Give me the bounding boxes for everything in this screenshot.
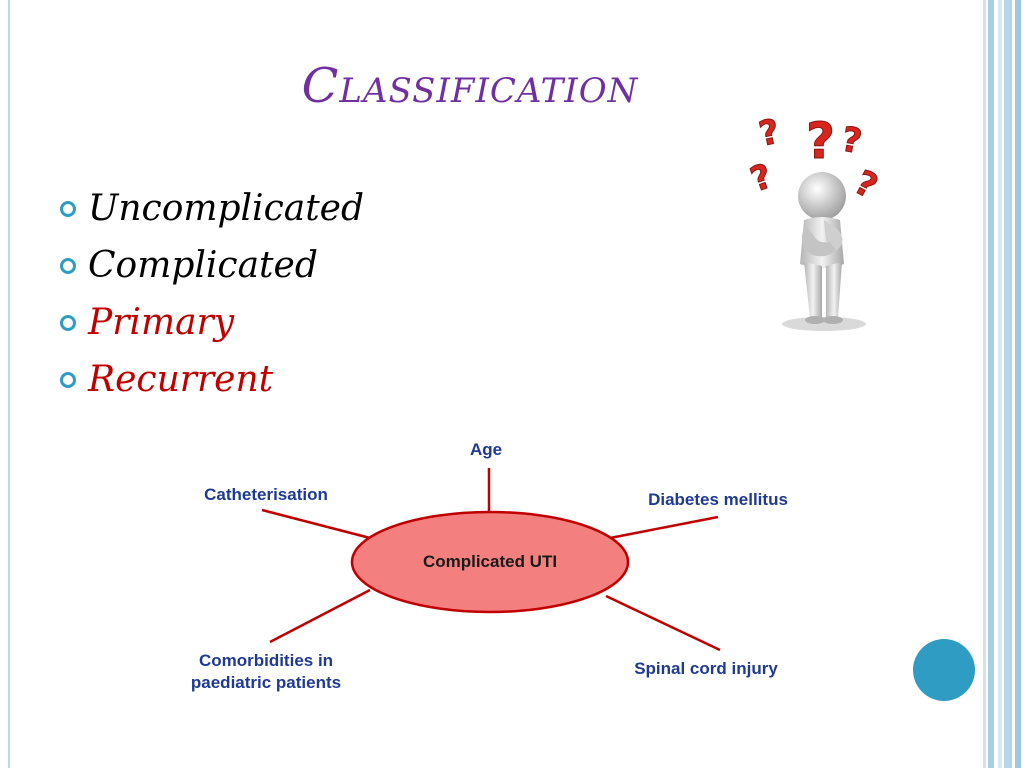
bullet-item: Complicated [60, 237, 364, 294]
complicated-uti-diagram: Complicated UTI Age Diabetes mellitus Sp… [191, 440, 788, 692]
spoke-line-diabetes [609, 515, 719, 540]
svg-text:?: ? [806, 112, 835, 170]
bullet-label-recurrent: Recurrent [88, 359, 274, 400]
bullet-circle-icon [60, 200, 76, 217]
right-decorative-stripes [978, 0, 1024, 768]
slide-title: Classification [301, 58, 639, 114]
spoke-line-spinal [605, 594, 721, 652]
spoke-label-spinal: Spinal cord injury [634, 659, 778, 678]
spoke-line-catheterisation [261, 508, 371, 540]
spoke-label-catheterisation: Catheterisation [204, 485, 328, 504]
spoke-label-diabetes: Diabetes mellitus [648, 490, 788, 509]
bullet-circle-icon [60, 257, 76, 274]
svg-text:?: ? [756, 112, 784, 155]
spoke-label-comorbidities-line2: paediatric patients [191, 673, 341, 692]
bullet-item: Primary [60, 294, 364, 351]
bullet-item: Recurrent [60, 351, 364, 408]
svg-text:?: ? [848, 163, 884, 208]
bullet-circle-icon [60, 371, 76, 388]
bullet-list: Uncomplicated Complicated Primary Recurr… [60, 180, 364, 408]
svg-text:?: ? [838, 119, 864, 162]
thinking-person-icon: ? ? ? ? ? [745, 111, 884, 331]
bullet-label-primary: Primary [88, 302, 235, 343]
thinking-person-image: ? ? ? ? ? [726, 104, 920, 344]
svg-text:?: ? [745, 156, 777, 200]
bullet-circle-icon [60, 314, 76, 331]
center-label: Complicated UTI [423, 552, 557, 571]
bullet-label-complicated: Complicated [88, 245, 318, 286]
center-ellipse [350, 510, 630, 614]
spoke-line-comorbidities [269, 588, 371, 644]
left-frame-line [8, 0, 10, 768]
bullet-label-uncomplicated: Uncomplicated [88, 188, 365, 229]
spoke-label-age: Age [470, 440, 502, 459]
spoke-label-comorbidities-line1: Comorbidities in [199, 651, 333, 670]
decorative-blue-circle [913, 639, 975, 701]
bullet-item: Uncomplicated [60, 180, 364, 237]
